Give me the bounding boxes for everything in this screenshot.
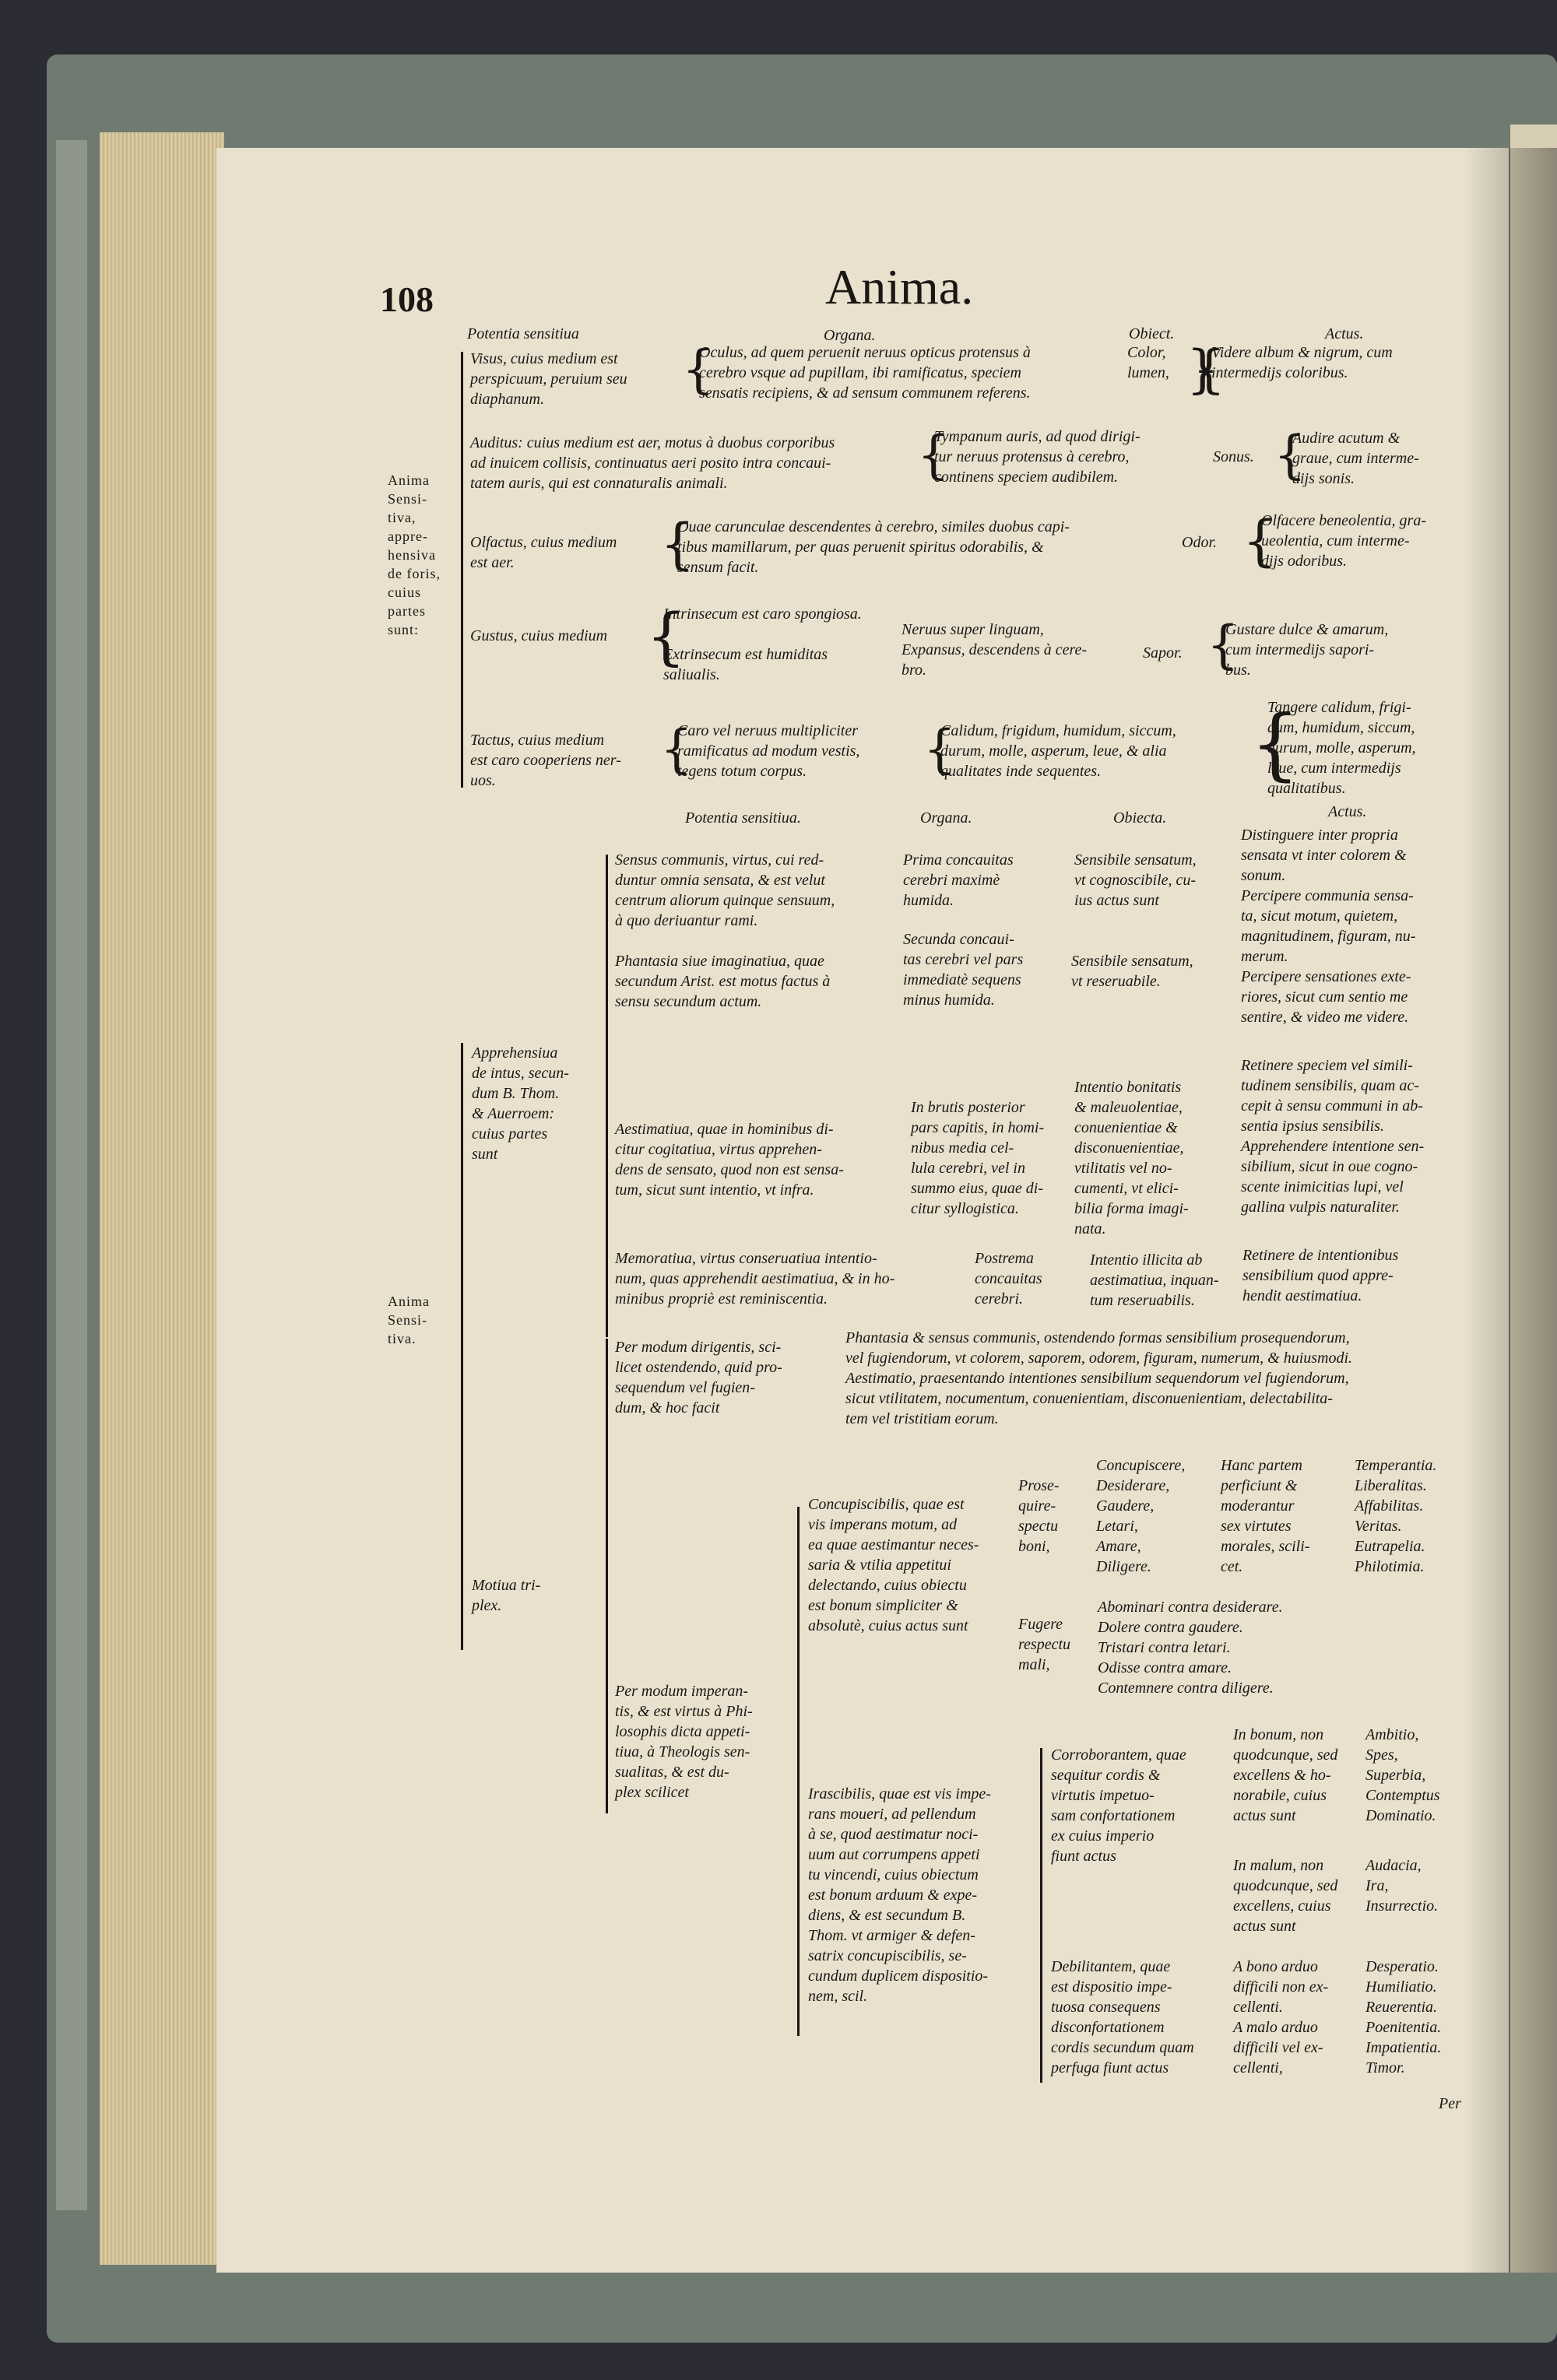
organ-gustus-intrinsecum: Intrinsecum est caro spongiosa. [663, 606, 862, 623]
object-gustus: Sapor. [1143, 644, 1183, 662]
concupiscibilis: Concupiscibilis, quae est vis imperans m… [808, 1496, 979, 1634]
apprehensiva-label: Apprehensiua de intus, secun- dum B. Tho… [472, 1044, 569, 1163]
object-sensus-communis: Sensibile sensatum, vt cognoscibile, cu-… [1074, 851, 1197, 909]
organ-tactus: Caro vel neruus multipliciter ramificatu… [677, 722, 860, 780]
sense-tactus: Tactus, cuius medium est caro cooperiens… [470, 732, 621, 789]
object-visus: Color, lumen, [1127, 344, 1169, 381]
brace-act-auditus: { [1274, 425, 1306, 485]
corroborantem: Corroborantem, quae sequitur cordis & vi… [1051, 1746, 1186, 1865]
act-memoratiua: Retinere de intentionibus sensibilium qu… [1242, 1247, 1399, 1304]
motiua-label: Motiua tri- plex. [472, 1577, 541, 1614]
fugere-acts: Abominari contra desiderare. Dolere cont… [1098, 1599, 1283, 1697]
header-organa: Organa. [824, 327, 876, 344]
organ-visus: Oculus, ad quem peruenit neruus opticus … [699, 344, 1031, 402]
object-phantasia: Sensibile sensatum, vt reseruabile. [1071, 953, 1193, 990]
brace-act-visus: { [1193, 339, 1225, 399]
act-olfactus: Olfacere beneolentia, gra- ueolentia, cu… [1261, 512, 1426, 570]
header-obiecta-2: Obiecta. [1113, 809, 1167, 827]
organ-olfactus: Duae carunculae descendentes à cerebro, … [677, 518, 1070, 576]
organ-sensus-communis: Prima concauitas cerebri maximè humida. [903, 851, 1014, 909]
in-malum: In malum, non quodcunque, sed excellens,… [1233, 1857, 1338, 1935]
brace-act-tactus: { [1250, 698, 1300, 789]
acts-aestimatiua: Retinere speciem vel simili- tudinem sen… [1241, 1057, 1425, 1216]
sensus-communis: Sensus communis, virtus, cui red- duntur… [615, 851, 835, 929]
virtutes-morales: Temperantia. Liberalitas. Affabilitas. V… [1355, 1457, 1437, 1575]
sense-gustus: Gustus, cuius medium [470, 627, 608, 644]
catchword: Per [1439, 2095, 1461, 2112]
header-obiecta: Obiect. [1129, 325, 1175, 342]
act-visus: Videre album & nigrum, cum intermedijs c… [1211, 344, 1393, 381]
facing-page-edge [1510, 125, 1557, 2273]
bracket-senses [461, 352, 463, 788]
motiua-imperantis: Per modum imperan- tis, & est virtus à P… [615, 1683, 753, 1801]
object-aestimatiua: Intentio bonitatis & maleuolentiae, conu… [1074, 1079, 1189, 1237]
aestimatiua: Aestimatiua, quae in hominibus di- citur… [615, 1121, 844, 1199]
brace-object-visus: } [1186, 339, 1219, 399]
brace-organ-olfactus: { [660, 512, 695, 576]
organ-auditus: Tympanum auris, ad quod dirigi- tur neru… [934, 428, 1141, 486]
object-olfactus: Odor. [1182, 534, 1218, 551]
in-bonum: In bonum, non quodcunque, sed excellens … [1233, 1726, 1338, 1824]
header-actus: Actus. [1325, 325, 1364, 342]
bracket-imperantis [797, 1507, 800, 2036]
header-organa-2: Organa. [920, 809, 972, 827]
brace-organ-tactus: { [660, 719, 693, 779]
concupiscibilis-acts: Concupiscere, Desiderare, Gaudere, Letar… [1096, 1457, 1186, 1575]
object-memoratiua: Intentio illicita ab aestimatiua, inquan… [1090, 1251, 1219, 1309]
brace-act-gustus: { [1207, 615, 1239, 675]
acts-sensus-communis: Distinguere inter propria sensata vt int… [1241, 827, 1416, 1026]
act-tactus: Tangere calidum, frigi- dum, humidum, si… [1267, 699, 1416, 797]
bracket-motiua [606, 1339, 608, 1813]
page-shadow [1464, 148, 1557, 2273]
organ-memoratiua: Postrema concauitas cerebri. [975, 1250, 1042, 1308]
hanc-partem: Hanc partem perficiunt & moderantur sex … [1221, 1457, 1310, 1575]
organ-aestimatiua: In brutis posterior pars capitis, in hom… [911, 1099, 1045, 1217]
page-number: 108 [380, 279, 434, 319]
irascibilis: Irascibilis, quae est vis impe- rans mou… [808, 1785, 991, 2005]
arduo-acts: Desperatio. Humiliatio. Reuerentia. Poen… [1365, 1958, 1442, 2076]
bracket-irascibilis [1040, 1748, 1042, 2083]
book-page [216, 148, 1509, 2273]
brace-act-olfactus: { [1242, 509, 1278, 573]
brace-organ-auditus: { [917, 425, 950, 485]
sense-visus: Visus, cuius medium est perspicuum, peru… [470, 350, 627, 408]
dirigentis-detail: Phantasia & sensus communis, ostendendo … [845, 1329, 1353, 1427]
organ-phantasia: Secunda concaui- tas cerebri vel pars im… [903, 931, 1024, 1009]
brace-organ-visus: { [682, 339, 715, 399]
cover-edge [56, 140, 87, 2210]
act-gustus: Gustare dulce & amarum, cum intermedijs … [1225, 621, 1389, 679]
side-label-apprehensiva: Anima Sensi- tiva, appre- hensiva de for… [388, 472, 441, 637]
motiua-dirigentis: Per modum dirigentis, sci- licet ostende… [615, 1339, 782, 1416]
debilitantem: Debilitantem, quae est dispositio impe- … [1051, 1958, 1194, 2076]
bonum-acts: Ambitio, Spes, Superbia, Contemptus Domi… [1365, 1726, 1440, 1824]
organ-gustus-extrinsecum: Extrinsecum est humiditas saliualis. [663, 646, 828, 683]
memoratiua: Memoratiua, virtus conseruatiua intentio… [615, 1250, 895, 1308]
sense-auditus: Auditus: cuius medium est aer, motus à d… [470, 434, 835, 492]
brace-object-tactus: { [923, 719, 956, 779]
page-edges [100, 132, 224, 2265]
page-title: Anima. [825, 259, 974, 314]
header-potentia: Potentia sensitiua [467, 325, 579, 342]
object-auditus: Sonus. [1213, 448, 1254, 465]
organ-gustus-neruus: Neruus super linguam, Expansus, descende… [902, 621, 1088, 679]
phantasia: Phantasia siue imaginatiua, quae secundu… [615, 953, 831, 1010]
bracket-anima-sensitiva [461, 1043, 463, 1650]
malum-acts: Audacia, Ira, Insurrectio. [1365, 1857, 1439, 1915]
brace-organ-gustus: { [646, 600, 686, 672]
prosequire: Prose- quire- spectu boni, [1018, 1477, 1060, 1555]
object-tactus: Calidum, frigidum, humidum, siccum, duru… [940, 722, 1176, 780]
bracket-apprehensiva [606, 855, 608, 1337]
side-label-sensitiva: Anima Sensi- tiva. [388, 1294, 430, 1346]
sense-olfactus: Olfactus, cuius medium est aer. [470, 534, 617, 571]
header-potentia-2: Potentia sensitiua. [685, 809, 801, 827]
header-actus-2: Actus. [1328, 803, 1367, 820]
act-auditus: Audire acutum & graue, cum interme- dijs… [1292, 430, 1419, 487]
fugere: Fugere respectu mali, [1018, 1616, 1071, 1673]
arduo: A bono arduo difficili non ex- cellenti.… [1233, 1958, 1329, 2076]
